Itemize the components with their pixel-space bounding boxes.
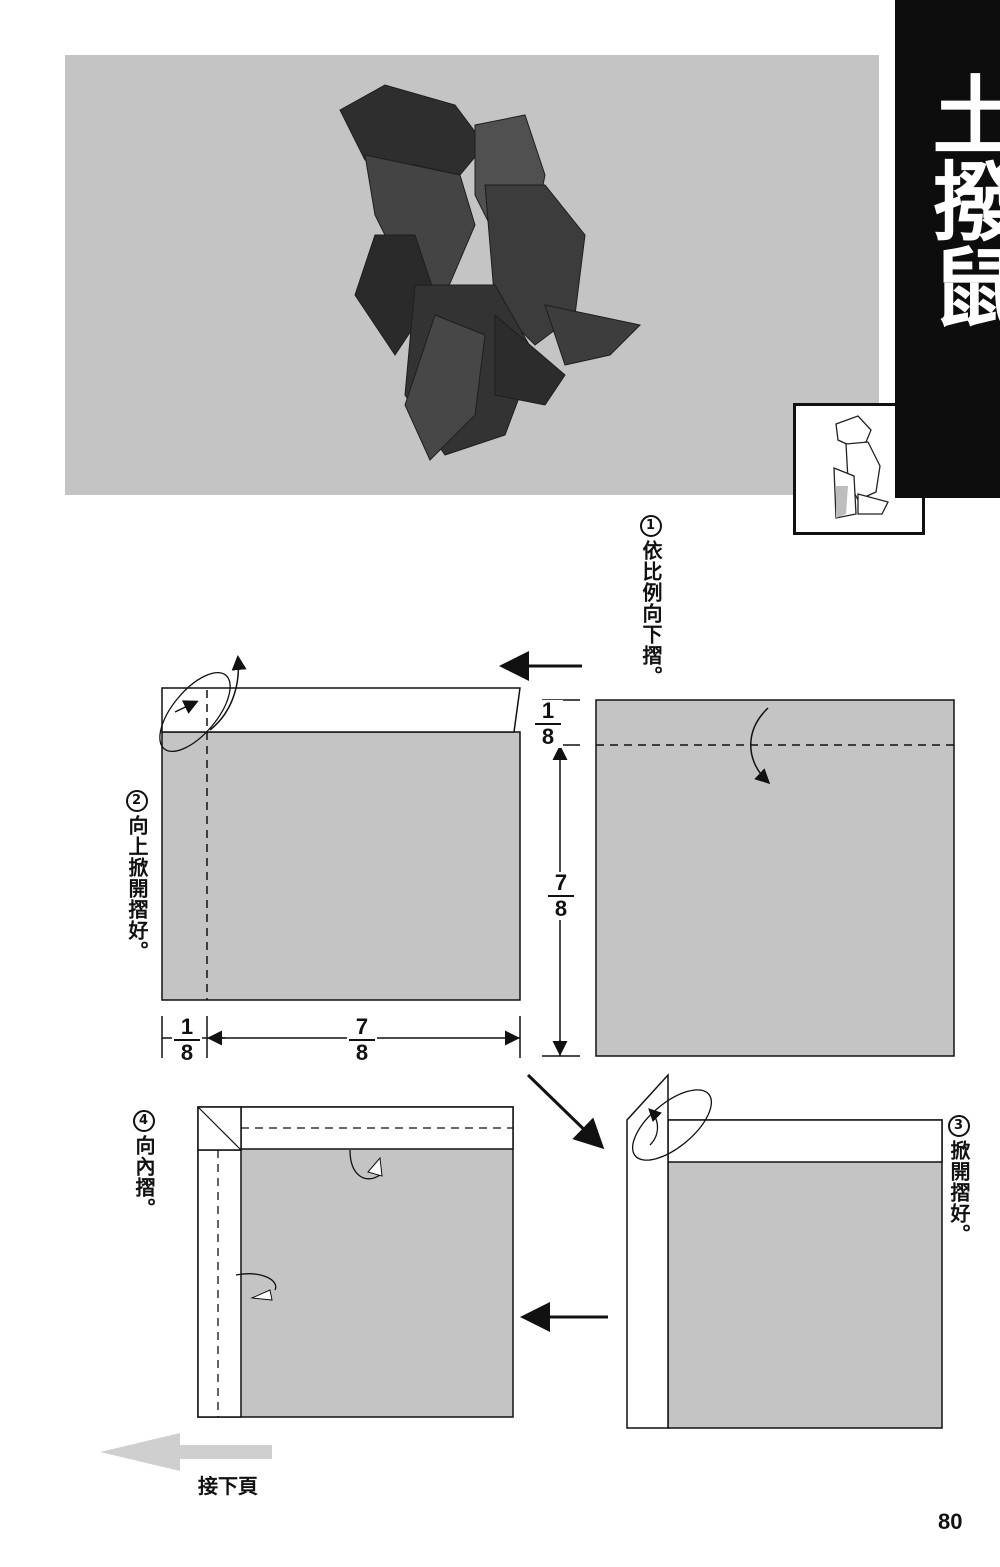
step2-square xyxy=(159,655,521,1001)
arrow-step2-to-step3 xyxy=(526,1073,605,1150)
step3-instruction: 3掀開摺好。 xyxy=(947,1115,971,1245)
step3-square xyxy=(626,1073,943,1429)
photo-panel xyxy=(65,55,925,535)
page-title: 土撥鼠 xyxy=(917,71,1000,329)
step2-instruction: 2向上掀開摺好。 xyxy=(125,790,149,962)
step4-instruction: 4向內摺。 xyxy=(132,1110,156,1219)
next-page-label: 接下頁 xyxy=(198,1474,258,1498)
page-number: 80 xyxy=(938,1509,963,1534)
step4-square xyxy=(197,1106,514,1418)
model-outline-icon xyxy=(833,415,889,519)
step1-square xyxy=(595,699,955,1057)
step1-instruction: 1依比例向下摺。 xyxy=(639,515,663,687)
title-bar: 土撥鼠 xyxy=(895,0,1000,498)
origami-photo xyxy=(339,84,642,461)
next-page-arrow-icon xyxy=(100,1433,272,1471)
